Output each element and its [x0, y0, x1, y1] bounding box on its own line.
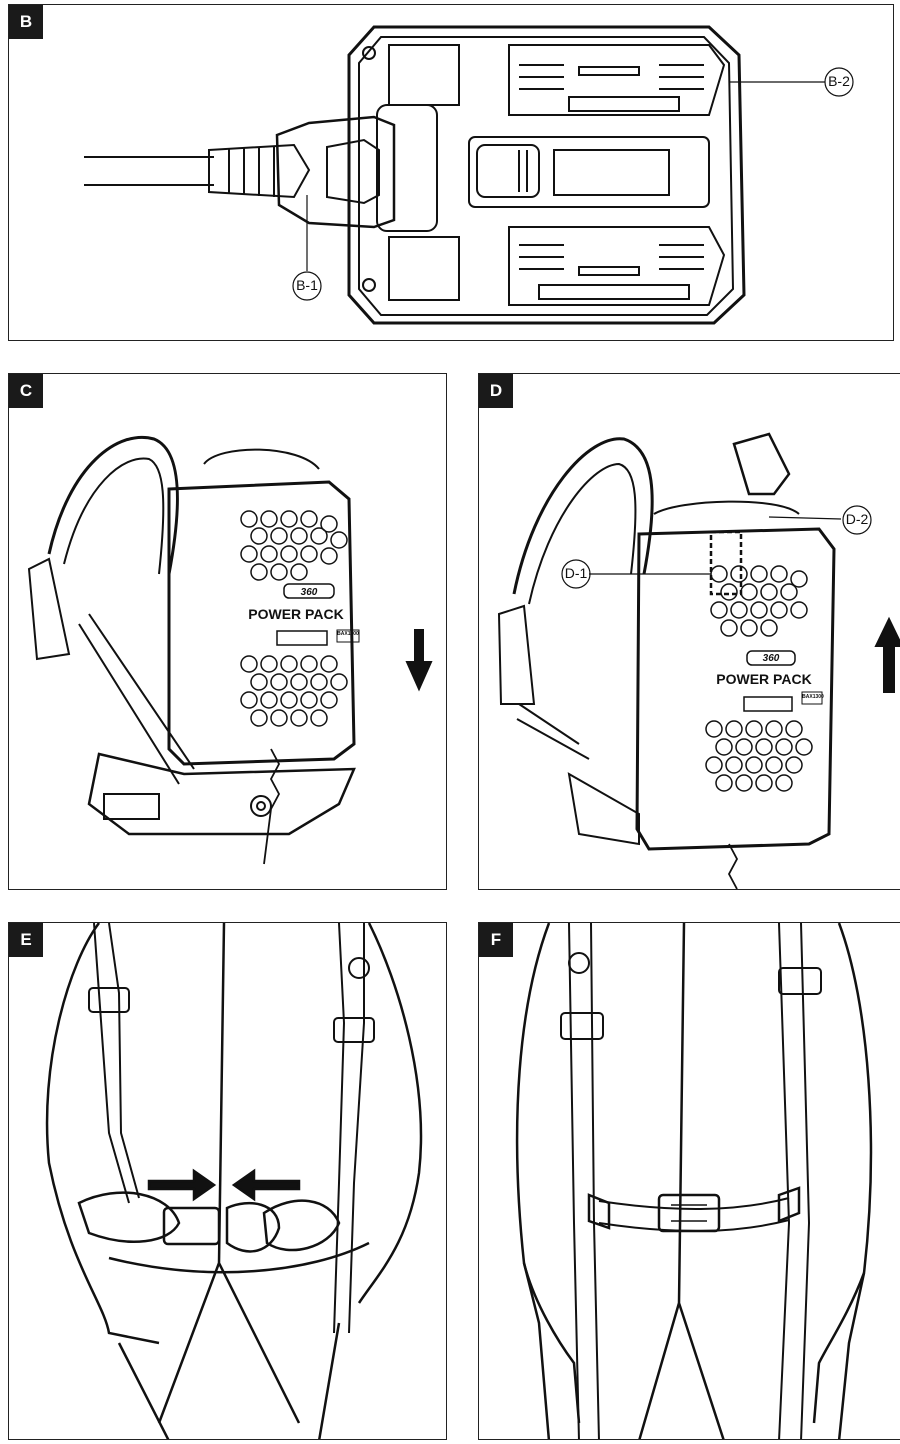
- panel-label-b: B: [9, 5, 43, 39]
- figure-panel-b: B: [8, 4, 894, 341]
- panel-label-f: F: [479, 923, 513, 957]
- panel-label-c: C: [9, 374, 43, 408]
- product-name-d: POWER PACK: [716, 671, 812, 687]
- product-name-c: POWER PACK: [248, 606, 344, 622]
- battery-connector-illustration: [84, 25, 854, 325]
- brand-logo-d: 360: [762, 653, 780, 664]
- panel-label-d: D: [479, 374, 513, 408]
- buckle-fastening-illustration: [45, 923, 423, 1439]
- figure-panel-f: F: [478, 922, 900, 1440]
- callout-d1: D-1: [564, 565, 588, 581]
- fastened-harness-illustration: [515, 923, 873, 1439]
- brand-logo-c: 360: [300, 587, 318, 598]
- figure-panel-c: C 360 POWER PACK: [8, 373, 447, 890]
- model-number-c: BAX1300: [337, 631, 359, 637]
- figure-panel-e: E: [8, 922, 447, 1440]
- model-number-d: BAX1300: [802, 694, 824, 700]
- callout-b1: B-1: [296, 277, 318, 293]
- callout-b2: B-2: [828, 73, 850, 89]
- callout-d2: D-2: [845, 511, 869, 527]
- figure-panel-d: D: [478, 373, 900, 890]
- panel-label-e: E: [9, 923, 43, 957]
- backpack-removal-illustration: [497, 432, 900, 889]
- backpack-mounting-illustration: [27, 435, 433, 865]
